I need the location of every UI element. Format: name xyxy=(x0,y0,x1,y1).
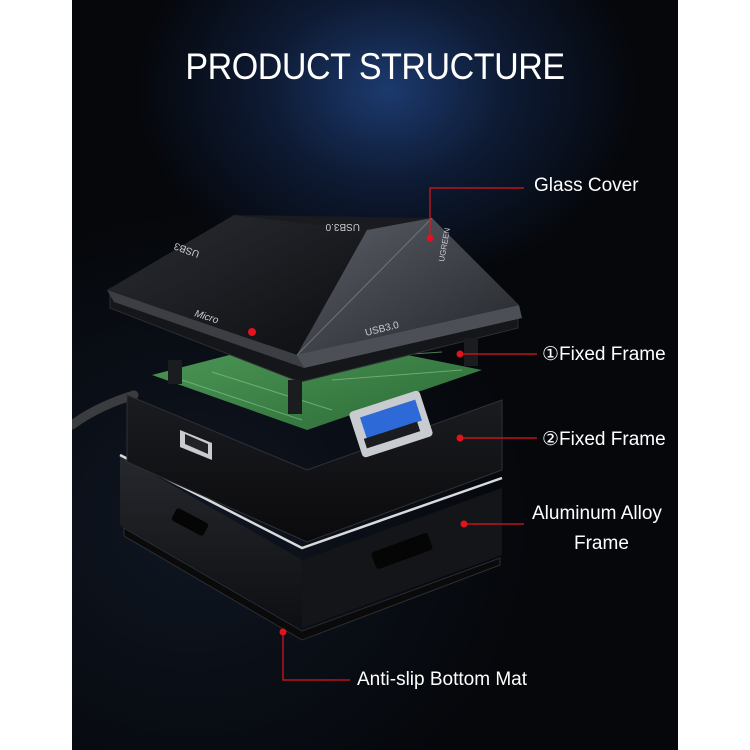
callout-dot-bottom-mat xyxy=(279,628,287,636)
callout-dot-fixed-frame-2 xyxy=(456,434,464,442)
product-structure-panel: PRODUCT STRUCTURE xyxy=(72,0,678,750)
label-fixed-frame-1: ①Fixed Frame xyxy=(542,344,666,365)
callout-dot-glass-cover xyxy=(426,234,434,242)
usb-cable xyxy=(72,390,139,430)
label-glass-cover: Glass Cover xyxy=(534,175,639,196)
hub-exploded-diagram: USB3.0 USB3 Micro USB3.0 UGREEN xyxy=(72,187,537,681)
label-fixed-frame-2: ②Fixed Frame xyxy=(542,429,666,450)
status-led xyxy=(248,328,256,336)
callout-line-glass-cover xyxy=(429,187,524,238)
page-title: PRODUCT STRUCTURE xyxy=(185,46,565,87)
label-aluminum-alloy: Aluminum Alloy xyxy=(532,503,662,524)
label-aluminum-frame: Frame xyxy=(574,533,629,554)
anti-slip-bottom-mat xyxy=(123,527,501,641)
fixed-frame-2 xyxy=(126,335,503,543)
label-bottom-mat: Anti-slip Bottom Mat xyxy=(357,669,527,690)
callout-dot-fixed-frame-1 xyxy=(456,350,464,358)
callout-dot-aluminum-frame xyxy=(460,520,468,528)
cover-label-usb-top: USB3.0 xyxy=(325,221,360,232)
callout-line-bottom-mat xyxy=(282,632,350,681)
glass-cover xyxy=(107,215,522,368)
